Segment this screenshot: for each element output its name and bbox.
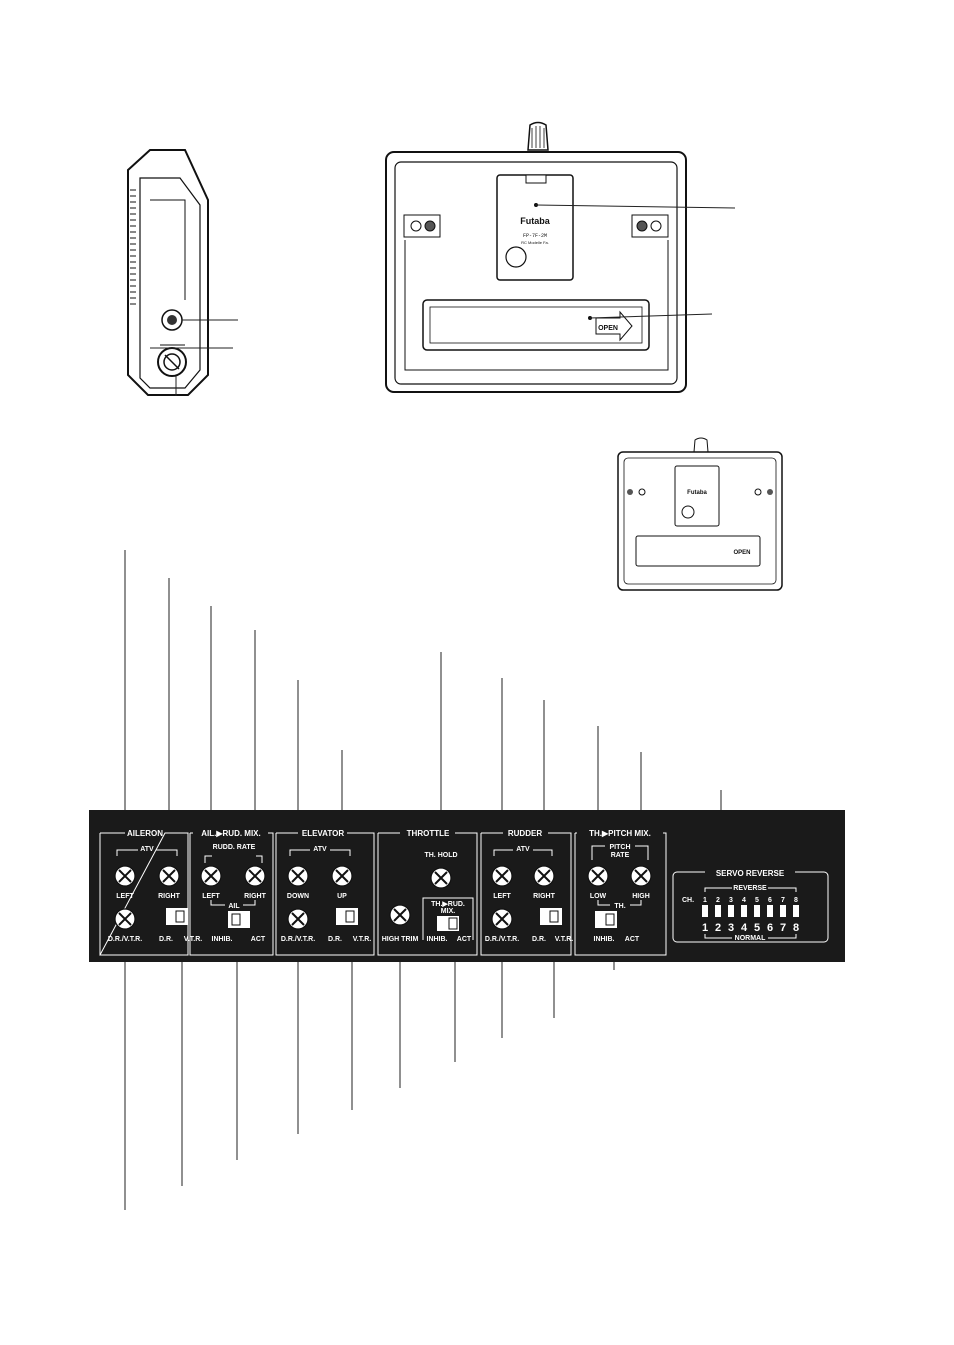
- thpitch-low-label: LOW: [590, 893, 607, 900]
- aileron-left-label: LEFT: [116, 893, 134, 900]
- throttle-mix-label: TH.▶RUD.: [431, 901, 465, 908]
- rudder-title: RUDDER: [508, 829, 542, 838]
- servo-reverse-switch[interactable]: [767, 905, 773, 917]
- servo-channel-bottom-label: 4: [741, 922, 748, 934]
- ailrud-right-label: RIGHT: [244, 893, 267, 900]
- throttle-trim-label: HIGH TRIM: [382, 936, 419, 943]
- thpitch-rate2-label: RATE: [611, 852, 630, 859]
- throttle-mix2-label: MIX.: [441, 908, 455, 915]
- elevator-title: ELEVATOR: [302, 829, 344, 838]
- ailrud-rate-label: RUDD. RATE: [213, 844, 256, 851]
- brand-logo: Futaba: [520, 216, 550, 226]
- control-panel: AILERON ATV LEFT RIGHT D.R./V.T.R. D.R. …: [89, 810, 845, 962]
- thpitch-inhib-label: INHIB.: [594, 936, 615, 943]
- servo-channel-bottom-label: 1: [702, 922, 708, 934]
- thpitch-title: TH.▶PITCH MIX.: [589, 829, 651, 838]
- servo-channel-top-label: 3: [729, 897, 733, 904]
- servo-channel-top-label: 8: [794, 897, 798, 904]
- servo-channel-top-label: 1: [703, 897, 707, 904]
- servo-ch-label: CH.: [682, 897, 694, 904]
- elevator-down-label: DOWN: [287, 893, 309, 900]
- rear-view-illustration: Futaba FP-7F-2M RC Modelle Fa. OPEN: [385, 121, 736, 393]
- servo-reverse-switch[interactable]: [728, 905, 734, 917]
- small-open-label: OPEN: [733, 550, 750, 556]
- aileron-atv-label: ATV: [140, 846, 154, 853]
- servo-reverse-title: SERVO REVERSE: [716, 869, 785, 878]
- rudder-left-label: LEFT: [493, 893, 511, 900]
- ailrud-title: AIL.▶RUD. MIX.: [201, 829, 260, 838]
- rudder-right-label: RIGHT: [533, 893, 556, 900]
- aileron-right-label: RIGHT: [158, 893, 181, 900]
- open-label: OPEN: [598, 325, 618, 332]
- thpitch-high-label: HIGH: [632, 893, 650, 900]
- rudder-dr-label: D.R.: [532, 936, 546, 943]
- maker-label: RC Modelle Fa.: [521, 240, 549, 245]
- rudder-drvtr-label: D.R./V.T.R.: [485, 936, 519, 943]
- ailrud-ail-label: AIL: [228, 903, 240, 910]
- servo-channel-bottom-label: 5: [754, 922, 760, 934]
- servo-channel-top-label: 7: [781, 897, 785, 904]
- aileron-drvtr-label: D.R./V.T.R.: [108, 936, 142, 943]
- ailrud-act-label: ACT: [251, 936, 266, 943]
- servo-reverse-switch[interactable]: [715, 905, 721, 917]
- servo-reverse-switch[interactable]: [702, 905, 708, 917]
- servo-reverse-switch[interactable]: [754, 905, 760, 917]
- thpitch-rate1-label: PITCH: [610, 844, 631, 851]
- rudder-atv-label: ATV: [516, 846, 530, 853]
- rudder-vtr-label: V.T.R.: [555, 936, 573, 943]
- side-view-illustration: [127, 149, 238, 396]
- servo-channel-top-label: 6: [768, 897, 772, 904]
- battery-compartment: [422, 299, 650, 351]
- servo-reverse-label: REVERSE: [733, 885, 767, 892]
- aileron-vtr-label: V.T.R.: [184, 936, 202, 943]
- servo-reverse-switch[interactable]: [793, 905, 799, 917]
- servo-reverse-switch[interactable]: [741, 905, 747, 917]
- elevator-atv-label: ATV: [313, 846, 327, 853]
- aileron-dr-label: D.R.: [159, 936, 173, 943]
- elevator-dr-label: D.R.: [328, 936, 342, 943]
- servo-channel-bottom-label: 8: [793, 922, 799, 934]
- throttle-hold-label: TH. HOLD: [424, 852, 457, 859]
- model-label: FP-7F-2M: [523, 233, 547, 239]
- servo-channel-bottom-label: 7: [780, 922, 786, 934]
- servo-channel-bottom-label: 6: [767, 922, 773, 934]
- elevator-vtr-label: V.T.R.: [353, 936, 371, 943]
- throttle-inhib-label: INHIB.: [427, 936, 448, 943]
- elevator-drvtr-label: D.R./V.T.R.: [281, 936, 315, 943]
- servo-channel-top-label: 4: [742, 897, 746, 904]
- aileron-title: AILERON: [127, 829, 163, 838]
- throttle-title: THROTTLE: [407, 829, 450, 838]
- servo-reverse-switch[interactable]: [780, 905, 786, 917]
- thpitch-th-label: TH.: [614, 903, 625, 910]
- throttle-act-label: ACT: [457, 936, 472, 943]
- servo-normal-label: NORMAL: [735, 935, 766, 942]
- ailrud-left-label: LEFT: [202, 893, 220, 900]
- ailrud-inhib-label: INHIB.: [212, 936, 233, 943]
- elevator-up-label: UP: [337, 893, 347, 900]
- servo-channel-bottom-label: 2: [715, 922, 721, 934]
- servo-channel-top-label: 5: [755, 897, 759, 904]
- small-brand-logo: Futaba: [687, 490, 707, 496]
- thpitch-act-label: ACT: [625, 936, 640, 943]
- servo-channel-top-label: 2: [716, 897, 720, 904]
- small-rear-view-illustration: Futaba OPEN: [617, 437, 783, 591]
- servo-channel-bottom-label: 3: [728, 922, 734, 934]
